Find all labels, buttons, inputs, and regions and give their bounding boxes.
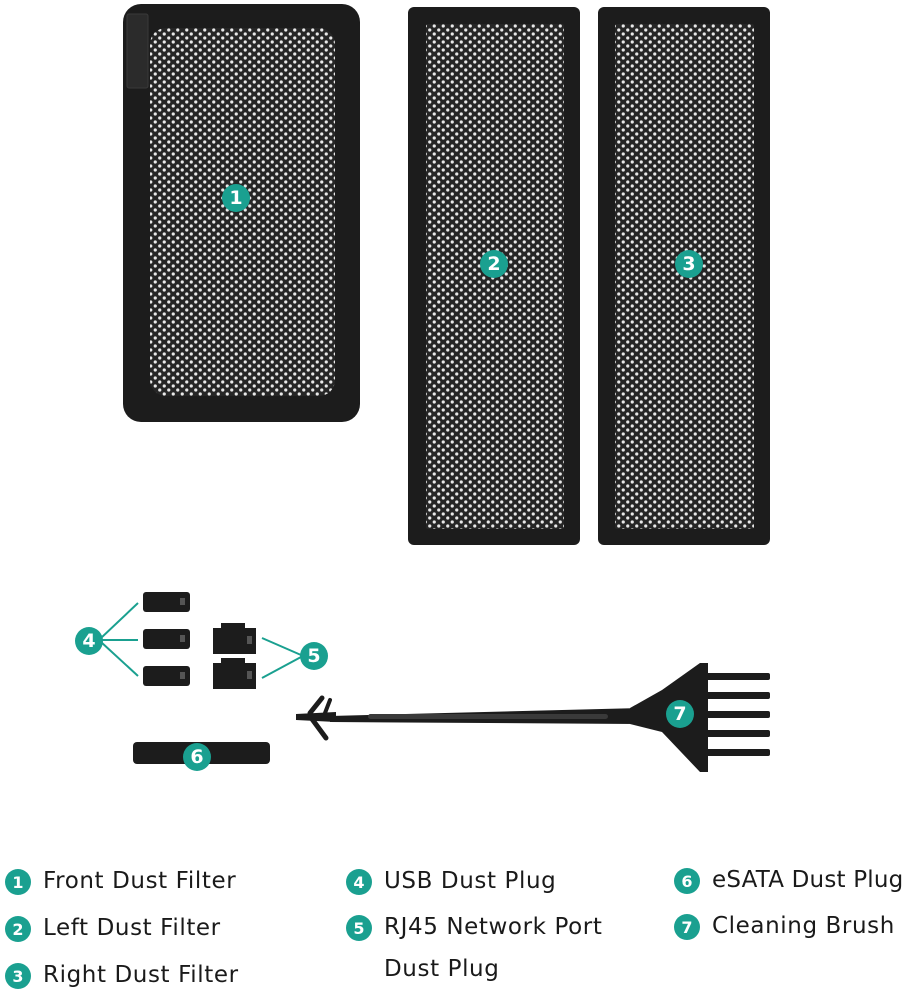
legend-number: 5: [346, 915, 372, 941]
callout-5: 5: [300, 642, 328, 670]
legend-label: USB Dust Plug: [384, 868, 557, 894]
legend-number: 4: [346, 869, 372, 895]
legend-label: Front Dust Filter: [43, 868, 237, 894]
usb-dust-plugs: [143, 592, 190, 686]
callout-7: 7: [666, 700, 694, 728]
legend-item-cleaning-brush: 7 Cleaning Brush: [674, 912, 895, 947]
rj45-callout-lines: [261, 637, 302, 679]
legend-item-front-dust-filter: 1 Front Dust Filter: [5, 867, 236, 902]
legend-label: Cleaning Brush: [712, 913, 895, 939]
legend-item-esata-dust-plug: 6 eSATA Dust Plug: [674, 866, 903, 901]
callout-3: 3: [675, 250, 703, 278]
legend-item-right-dust-filter: 3 Right Dust Filter: [5, 961, 239, 996]
usb-callout-lines: [100, 602, 139, 677]
legend-number: 3: [5, 963, 31, 989]
callout-6: 6: [183, 743, 211, 771]
legend-label: RJ45 Network Port Dust Plug: [384, 914, 603, 982]
legend-item-usb-dust-plug: 4 USB Dust Plug: [346, 867, 556, 902]
callout-2: 2: [480, 250, 508, 278]
legend-number: 7: [674, 914, 700, 940]
cleaning-brush: [296, 663, 770, 772]
legend-item-rj45-dust-plug: 5 RJ45 Network Port Dust Plug: [346, 913, 624, 990]
legend-number: 6: [674, 868, 700, 894]
legend-label: Right Dust Filter: [43, 962, 239, 988]
callout-1: 1: [222, 184, 250, 212]
legend-label: Left Dust Filter: [43, 915, 221, 941]
front-dust-filter: [123, 4, 360, 422]
rj45-dust-plugs: [213, 623, 256, 689]
legend-item-left-dust-filter: 2 Left Dust Filter: [5, 914, 221, 949]
legend-number: 2: [5, 916, 31, 942]
legend-number: 1: [5, 869, 31, 895]
callout-4: 4: [75, 627, 103, 655]
legend-label: eSATA Dust Plug: [712, 867, 904, 893]
